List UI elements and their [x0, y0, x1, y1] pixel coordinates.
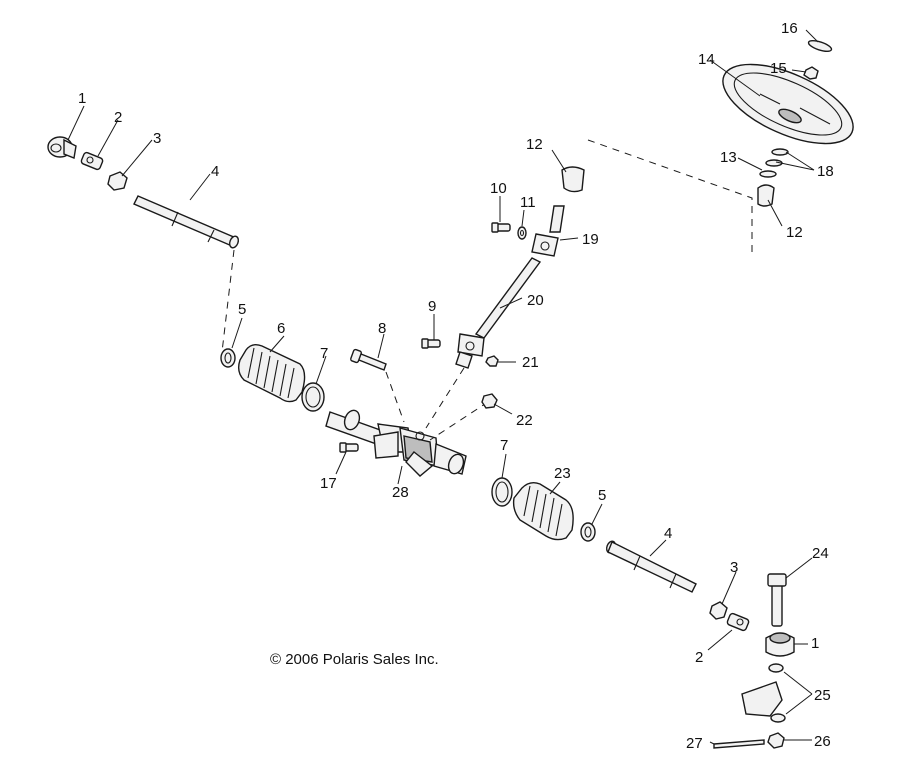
callout-21: 21	[522, 354, 539, 371]
spindle-bracket	[741, 663, 786, 723]
callout-2: 2	[114, 109, 122, 126]
right-tie-rod-end	[765, 632, 795, 657]
callout-5: 5	[238, 301, 246, 318]
assembly-line-column	[587, 139, 753, 258]
callout-5: 5	[598, 487, 606, 504]
left-tie-rod-end	[47, 136, 77, 159]
callout-25: 25	[814, 687, 831, 704]
callout-19: 19	[582, 231, 599, 248]
callout-3: 3	[730, 559, 738, 576]
assembly-line-shaft-20	[425, 367, 465, 429]
callout-3: 3	[153, 130, 161, 147]
shaft-bolt	[491, 222, 511, 233]
callout-8: 8	[378, 320, 386, 337]
callout-13: 13	[720, 149, 737, 166]
callout-12: 12	[786, 224, 803, 241]
rack-bolt	[350, 348, 387, 371]
callout-4: 4	[211, 163, 219, 180]
copyright-notice: © 2006 Polaris Sales Inc.	[270, 651, 439, 668]
callout-28: 28	[392, 484, 409, 501]
left-seal-ring	[220, 348, 236, 368]
upper-column-bushing	[561, 166, 585, 193]
rack-nut	[481, 393, 498, 409]
callout-27: 27	[686, 735, 703, 752]
steering-wheel-nut	[803, 66, 819, 80]
steering-wheel-cap	[807, 39, 833, 53]
right-rack-boot	[512, 481, 574, 541]
wheel-washers	[759, 148, 789, 178]
callout-4: 4	[664, 525, 672, 542]
left-ball-joint	[80, 151, 104, 171]
steering-rack-housing	[325, 409, 467, 477]
callout-26: 26	[814, 733, 831, 750]
left-boot-clamp	[301, 382, 325, 412]
assembly-line-left-rod	[221, 249, 235, 353]
callout-16: 16	[781, 20, 798, 37]
cotter-pin	[713, 739, 765, 749]
callout-11: 11	[520, 194, 536, 211]
callout-23: 23	[554, 465, 571, 482]
callout-17: 17	[320, 475, 337, 492]
shaft-nut	[485, 355, 499, 367]
left-rack-boot	[237, 343, 306, 403]
shaft-washer	[517, 226, 527, 240]
left-inner-tie-rod	[133, 195, 240, 249]
callout-2: 2	[695, 649, 703, 666]
leader-lines	[67, 29, 819, 745]
mount-bolt	[339, 442, 359, 453]
callout-7: 7	[320, 345, 328, 362]
right-boot-clamp	[491, 477, 513, 507]
callout-10: 10	[490, 180, 507, 197]
steering-wheel	[722, 63, 854, 145]
callout-12: 12	[526, 136, 543, 153]
right-inner-tie-rod	[605, 540, 697, 593]
callout-24: 24	[812, 545, 829, 562]
callout-18: 18	[817, 163, 834, 180]
callout-1: 1	[811, 635, 819, 652]
upper-universal-joint	[531, 205, 565, 257]
right-jam-nut	[709, 601, 728, 620]
callout-14: 14	[698, 51, 715, 68]
callout-9: 9	[428, 298, 436, 315]
right-seal-ring	[580, 522, 596, 542]
lower-universal-joint	[455, 333, 485, 369]
tie-rod-bolt	[767, 573, 787, 627]
castle-nut	[767, 732, 785, 749]
callout-7: 7	[500, 437, 508, 454]
lower-wheel-bushing	[757, 184, 775, 207]
callout-6: 6	[277, 320, 285, 337]
left-jam-nut	[107, 171, 128, 191]
callout-1: 1	[78, 90, 86, 107]
callout-15: 15	[770, 60, 787, 77]
clamp-bolt	[421, 338, 441, 349]
right-ball-joint	[726, 612, 750, 632]
callout-20: 20	[527, 292, 544, 309]
assembly-line-bolt-8	[385, 371, 405, 423]
callout-labels: 1 2 3 4 5 6 7 8 9 10 11 12 12 13 14 15 1…	[78, 20, 834, 752]
assembly-line-nut-22	[429, 401, 489, 441]
callout-22: 22	[516, 412, 533, 429]
